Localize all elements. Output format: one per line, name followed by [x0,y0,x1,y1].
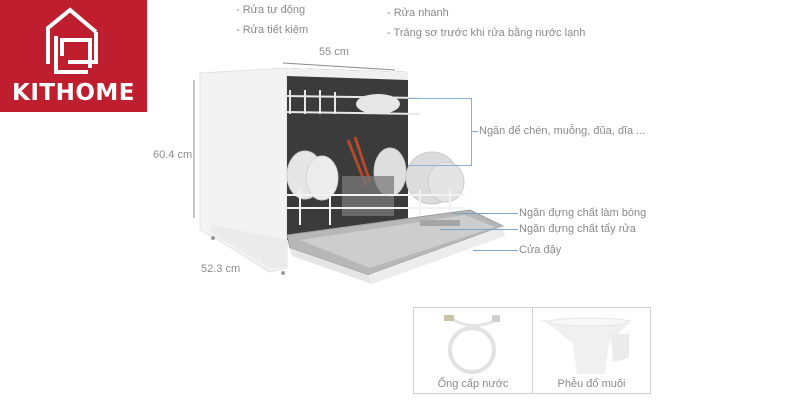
feature-eco-wash: - Rửa tiết kiệm [236,24,309,36]
callout-rack: Ngăn để chén, muỗng, đũa, dĩa ... [479,125,646,137]
dimension-depth: 52.3 cm [201,263,241,275]
feature-quick-wash: - Rửa nhanh [387,7,449,19]
salt-funnel-icon [539,317,631,374]
rack-callout-bracket [408,98,472,166]
accessory-water-hose: Ống cấp nước [414,308,532,393]
accessory-salt-funnel: Phễu đổ muối [532,308,650,393]
brand-logo: KITHOME [0,0,147,112]
callout-door: Cửa đậy [519,244,562,256]
detergent-callout-line [440,229,518,230]
callout-rinse-aid: Ngăn đựng chất làm bóng [519,207,647,219]
accessory-label: Ống cấp nước [437,378,509,390]
rinse-aid-callout-line [452,213,518,214]
feature-auto-wash: - Rửa tự động [236,4,306,16]
door-callout-line [473,250,518,251]
rack-callout-line [472,131,478,132]
water-hose-icon [444,315,500,374]
feature-cold-prerinse: - Tráng sơ trước khi rửa bằng nước lạnh [387,27,586,39]
accessories-box: Ống cấp nước Phễu đổ muối [413,307,651,394]
accessory-label: Phễu đổ muối [557,378,626,390]
brand-name: KITHOME [12,80,135,106]
dimension-height: 60.4 cm [153,149,193,161]
callout-detergent: Ngăn đựng chất tẩy rửa [519,223,636,235]
dishwasher-illustration [193,62,505,284]
dimension-width: 55 cm [319,46,349,58]
house-logo-icon [46,7,98,74]
